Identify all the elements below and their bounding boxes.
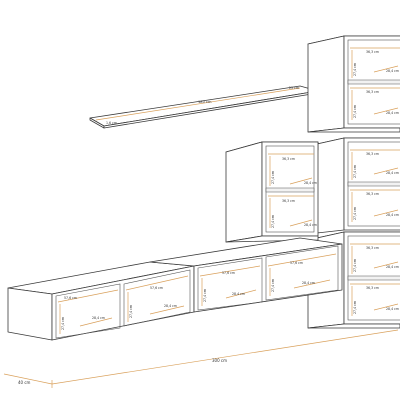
shelf-height-label: 1,6 cm bbox=[106, 121, 117, 125]
lower-module-depth-label-1: 28,4 cm bbox=[386, 265, 399, 269]
cube-depth-label-2: 28,4 cm bbox=[304, 223, 317, 227]
middle-module-depth-label-2: 28,4 cm bbox=[386, 213, 399, 217]
lower-module-height-label-2: 27,4 cm bbox=[353, 301, 357, 314]
middle-module-height-label-2: 27,4 cm bbox=[353, 207, 357, 220]
cube-height-label-1: 27,4 cm bbox=[271, 171, 275, 184]
shelf-depth-label: 25 cm bbox=[289, 86, 299, 90]
center-cube-module: 36,3 cm 36,3 cm 28,4 cm 28,4 cm 27,4 cm … bbox=[225, 141, 319, 243]
upper-module-depth-label-2: 28,4 cm bbox=[386, 111, 399, 115]
overall-width-line bbox=[51, 329, 399, 385]
upper-module-width-label-2: 36,3 cm bbox=[366, 90, 379, 94]
mid-cab-depth-label-1: 28,4 cm bbox=[232, 292, 245, 296]
upper-right-module: 36,3 cm 36,3 cm 28,4 cm 28,4 cm 27,4 cm … bbox=[307, 35, 400, 133]
shelf-board: 180 cm 25 cm 1,6 cm bbox=[89, 85, 319, 129]
lower-module-width-label-2: 36,3 cm bbox=[366, 286, 379, 290]
mid-cab-height-label-1: 27,4 cm bbox=[203, 289, 207, 302]
lower-module-height-label-1: 27,4 cm bbox=[353, 259, 357, 272]
mid-cab-height-label-2: 27,4 cm bbox=[271, 279, 275, 292]
upper-module-depth-label-1: 28,4 cm bbox=[386, 69, 399, 73]
left-cab-height-label-1: 27,4 cm bbox=[61, 317, 65, 330]
middle-module-depth-label-1: 28,4 cm bbox=[386, 171, 399, 175]
low-left-cabinet: 57,6 cm 57,6 cm 28,4 cm 28,4 cm 27,4 cm … bbox=[7, 261, 195, 341]
lower-module-depth-label-2: 28,4 cm bbox=[386, 307, 399, 311]
mid-cab-depth-label-2: 28,4 cm bbox=[302, 281, 315, 285]
lower-module-width-label-1: 36,3 cm bbox=[366, 246, 379, 250]
overall-depth-label: 40 cm bbox=[18, 380, 31, 385]
mid-cab-width-label-1: 57,6 cm bbox=[222, 271, 235, 275]
floor-dimensions: 300 cm 40 cm bbox=[3, 329, 399, 388]
middle-module-height-label-1: 27,4 cm bbox=[353, 165, 357, 178]
cube-height-label-2: 27,4 cm bbox=[271, 215, 275, 228]
cube-width-label-2: 36,3 cm bbox=[282, 199, 295, 203]
left-cab-depth-label-1: 28,4 cm bbox=[92, 316, 105, 320]
upper-module-height-label-1: 27,4 cm bbox=[353, 63, 357, 76]
middle-module-width-label-2: 36,3 cm bbox=[366, 192, 379, 196]
left-cab-width-label-2: 57,6 cm bbox=[150, 286, 163, 290]
low-middle-cabinet: 57,6 cm 57,6 cm 28,4 cm 28,4 cm 27,4 cm … bbox=[149, 237, 343, 313]
mid-cab-width-label-2: 57,6 cm bbox=[290, 261, 303, 265]
left-cab-depth-label-2: 28,4 cm bbox=[164, 304, 177, 308]
cube-width-label-1: 36,3 cm bbox=[282, 157, 295, 161]
upper-module-height-label-2: 27,4 cm bbox=[353, 105, 357, 118]
overall-depth-line bbox=[3, 373, 53, 385]
shelf-length-label: 180 cm bbox=[198, 100, 212, 104]
middle-right-module: 36,3 cm 36,3 cm 28,4 cm 28,4 cm 27,4 cm … bbox=[307, 137, 400, 235]
upper-module-width-label-1: 36,3 cm bbox=[366, 50, 379, 54]
left-cab-width-label-1: 57,6 cm bbox=[64, 296, 77, 300]
overall-width-label: 300 cm bbox=[212, 358, 227, 363]
left-cab-height-label-2: 27,4 cm bbox=[129, 305, 133, 318]
cube-depth-label-1: 28,4 cm bbox=[304, 181, 317, 185]
middle-module-width-label-1: 36,3 cm bbox=[366, 152, 379, 156]
